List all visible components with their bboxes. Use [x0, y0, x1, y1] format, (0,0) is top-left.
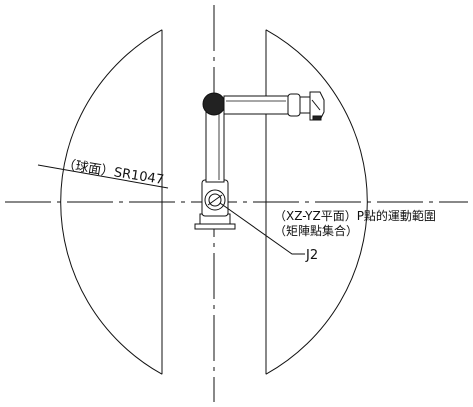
base-flange — [194, 223, 236, 230]
j2-joint-mark — [207, 194, 223, 206]
j2-leader-line — [219, 202, 305, 255]
j2-label: J2 — [305, 248, 318, 263]
wrist-collar — [299, 96, 311, 114]
wrist-joint — [287, 93, 301, 117]
sphere-radius-label: （球面）SR1047 — [61, 157, 164, 188]
robot-arm — [194, 91, 325, 230]
tool-tip — [312, 115, 322, 121]
elbow-joint-icon — [202, 92, 226, 116]
plane-note-line2: （矩陣點集合） — [274, 223, 358, 238]
plane-note-line1: （XZ-YZ平面）P點的運動範圍 — [274, 208, 436, 223]
tool-flange-mark — [311, 99, 321, 111]
radius-leader-line — [37, 164, 169, 189]
upper-arm — [205, 109, 225, 183]
center-lines — [5, 5, 468, 402]
forearm — [223, 95, 289, 115]
